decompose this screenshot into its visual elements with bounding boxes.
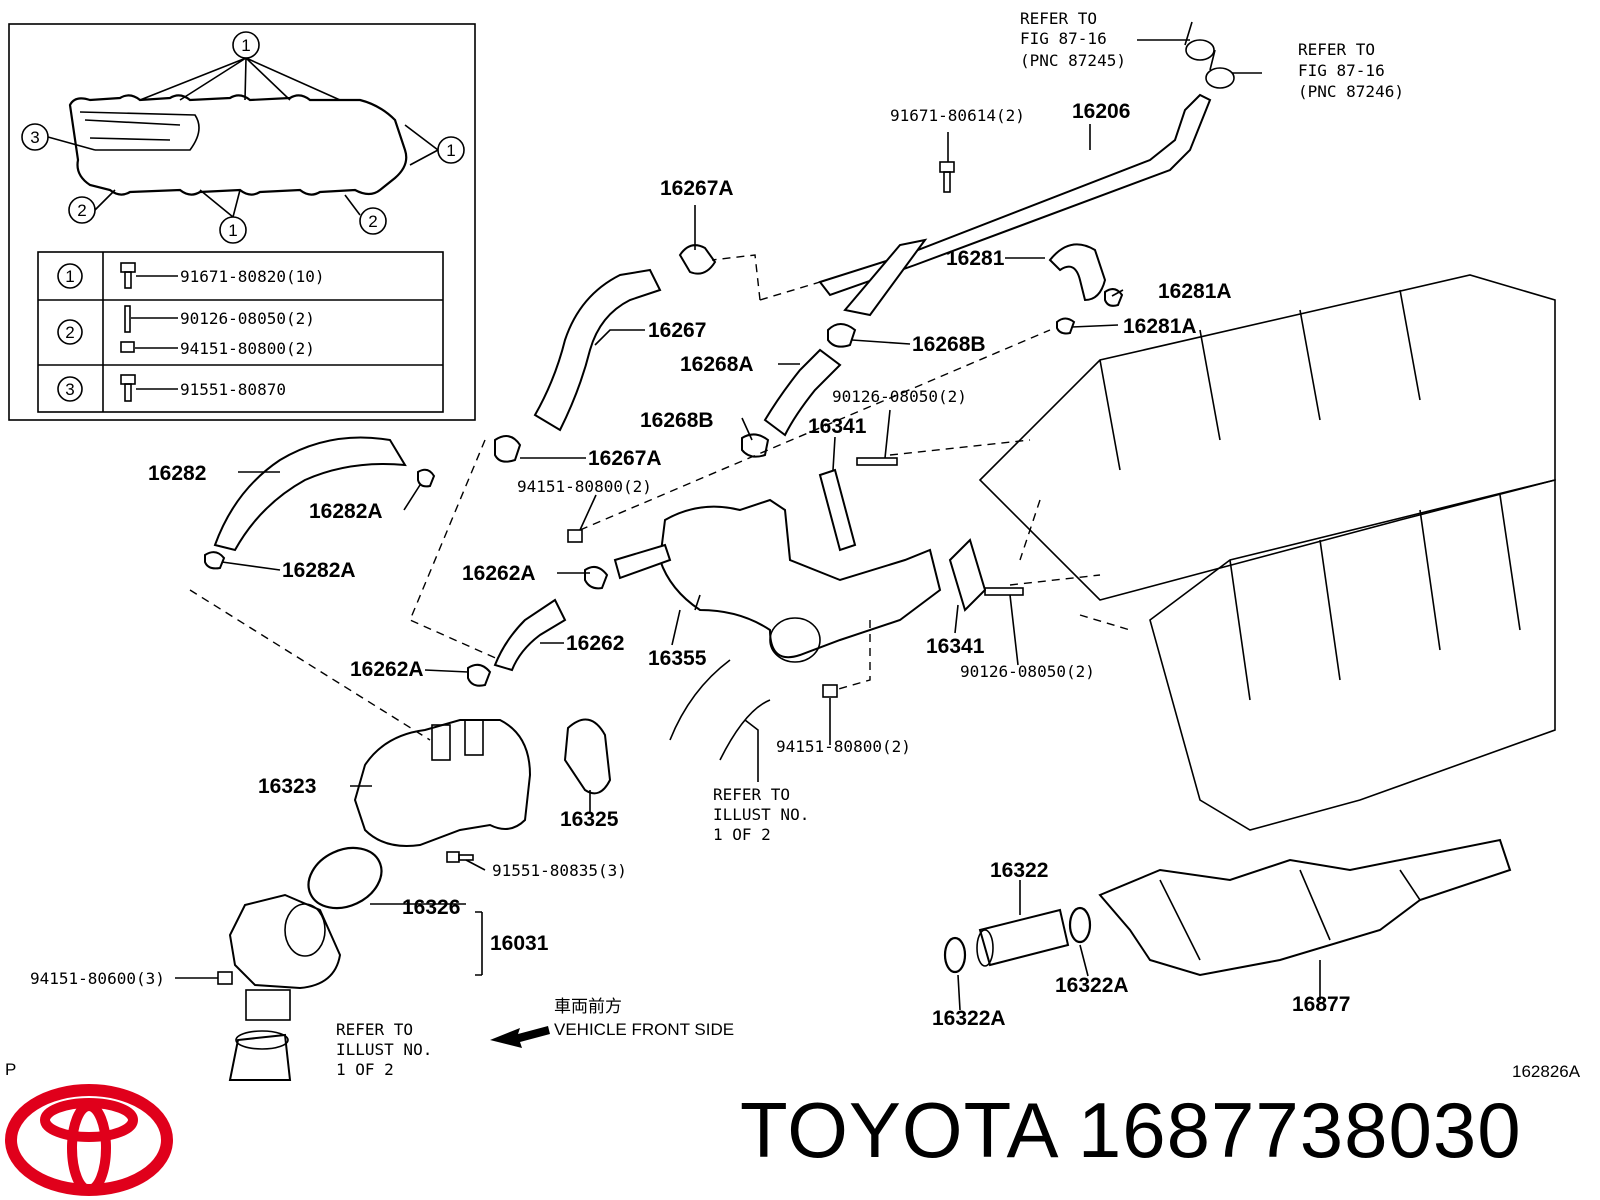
- label-90126-08050-a: 90126-08050(2): [832, 387, 967, 406]
- parts-artwork: [189, 21, 1556, 1081]
- inset-part-91551-80870: 91551-80870: [180, 380, 286, 399]
- inset-table-key-1: 1: [65, 267, 74, 286]
- label-16268B-a: 16268B: [912, 333, 986, 356]
- ref-illust-a-line2: ILLUST NO.: [713, 805, 809, 824]
- label-91551-80835: 91551-80835(3): [492, 861, 627, 880]
- toyota-logo: [5, 1084, 173, 1196]
- stud-icon: [124, 305, 131, 333]
- label-16267: 16267: [648, 319, 706, 342]
- ref-87245-line1: REFER TO: [1020, 9, 1097, 28]
- label-94151-80600: 94151-80600(3): [30, 969, 165, 988]
- ref-87246-line2: FIG 87-16: [1298, 61, 1385, 80]
- label-16262A-b: 16262A: [350, 658, 424, 681]
- label-16355: 16355: [648, 647, 707, 670]
- label-16268B-b: 16268B: [640, 409, 714, 432]
- label-16322A-b: 16322A: [932, 1007, 1006, 1030]
- label-16267A-b: 16267A: [588, 447, 662, 470]
- inset-callout-2b: 2: [368, 212, 377, 231]
- inset-part-90126-08050: 90126-08050(2): [180, 309, 315, 328]
- inset-table-key-3: 3: [65, 380, 74, 399]
- label-94151-80800-b: 94151-80800(2): [776, 737, 911, 756]
- inset-callout-1a: 1: [241, 36, 250, 55]
- label-16282A-b: 16282A: [282, 559, 356, 582]
- arrow-left-icon: [490, 1026, 550, 1048]
- part-labels: 16206 91671-80614(2) 16267A 16281 16281A…: [30, 100, 1350, 1030]
- inset-callout-1c: 1: [228, 221, 237, 240]
- label-16325: 16325: [560, 808, 619, 831]
- label-16262: 16262: [566, 632, 624, 655]
- label-16281A-a: 16281A: [1158, 280, 1232, 303]
- brand-name: TOYOTA: [740, 1086, 1056, 1174]
- label-16326: 16326: [402, 896, 460, 919]
- inset-panel: 1 1 1 2 2 3 1 2 3 91671-80820(10): [8, 23, 476, 421]
- inset-callout-3: 3: [30, 128, 39, 147]
- ref-illust-b-line1: REFER TO: [336, 1020, 413, 1039]
- vehicle-front-jp: 車両前方: [554, 997, 622, 1016]
- label-16341-b: 16341: [926, 635, 985, 658]
- label-16282: 16282: [148, 462, 206, 485]
- label-16341-a: 16341: [808, 415, 867, 438]
- label-16206: 16206: [1072, 100, 1130, 123]
- vehicle-front-en: VEHICLE FRONT SIDE: [554, 1020, 734, 1039]
- ref-87245-line3: (PNC 87245): [1020, 51, 1126, 70]
- leader-lines: [175, 39, 1321, 1011]
- ref-illust-b-line3: 1 OF 2: [336, 1060, 394, 1079]
- label-16031: 16031: [490, 932, 549, 955]
- ref-87246-line1: REFER TO: [1298, 40, 1375, 59]
- label-16877: 16877: [1292, 993, 1350, 1016]
- ref-87246-line3: (PNC 87246): [1298, 82, 1404, 101]
- label-16322: 16322: [990, 859, 1048, 882]
- label-16268A: 16268A: [680, 353, 754, 376]
- label-16281: 16281: [946, 247, 1005, 270]
- inset-table-key-2: 2: [65, 323, 74, 342]
- label-16323: 16323: [258, 775, 316, 798]
- ref-illust-a-line1: REFER TO: [713, 785, 790, 804]
- label-16262A-a: 16262A: [462, 562, 536, 585]
- label-91671-80614: 91671-80614(2): [890, 106, 1025, 125]
- vehicle-front-note: 車両前方 VEHICLE FRONT SIDE: [554, 997, 734, 1039]
- reference-notes: REFER TO FIG 87-16 (PNC 87245) REFER TO …: [336, 9, 1404, 1079]
- inset-part-91671-80820: 91671-80820(10): [180, 267, 325, 286]
- inset-part-94151-80800: 94151-80800(2): [180, 339, 315, 358]
- label-90126-08050-b: 90126-08050(2): [960, 662, 1095, 681]
- inset-callout-1b: 1: [446, 141, 455, 160]
- ref-illust-a-line3: 1 OF 2: [713, 825, 771, 844]
- figure-id: 162826A: [1512, 1062, 1581, 1081]
- corner-letter: P: [5, 1060, 16, 1079]
- label-16282A-a: 16282A: [309, 500, 383, 523]
- flange-bolt-icon: [120, 374, 136, 402]
- label-16267A-top: 16267A: [660, 177, 734, 200]
- label-94151-80800-a: 94151-80800(2): [517, 477, 652, 496]
- inset-callout-2a: 2: [77, 201, 86, 220]
- nut-icon: [120, 341, 135, 353]
- brand-title: TOYOTA 1687738030: [740, 1085, 1522, 1176]
- label-16281A-b: 16281A: [1123, 315, 1197, 338]
- bolt-icon: [120, 262, 136, 289]
- ref-87245-line2: FIG 87-16: [1020, 29, 1107, 48]
- ref-illust-b-line2: ILLUST NO.: [336, 1040, 432, 1059]
- label-16322A-a: 16322A: [1055, 974, 1129, 997]
- part-number: 1687738030: [1077, 1086, 1522, 1174]
